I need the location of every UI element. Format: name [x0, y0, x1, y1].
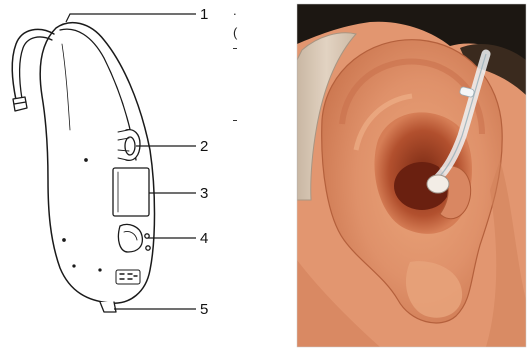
- callout-label-5: 5: [200, 302, 208, 317]
- ear-mold-tip: [427, 175, 449, 193]
- stray-mark-tick: [233, 48, 237, 49]
- callout-label-2: 2: [200, 139, 208, 154]
- stray-mark-tick-2: [233, 120, 237, 121]
- callout-label-1: 1: [200, 7, 208, 22]
- ear-hook-inner: [20, 37, 53, 99]
- device-body: [40, 23, 154, 304]
- program-switch: [118, 224, 142, 252]
- callout-label-3: 3: [200, 186, 208, 201]
- callout-label-4: 4: [200, 231, 208, 246]
- microphone-grille: [116, 270, 140, 284]
- hearing-aid-drawing: [12, 23, 154, 312]
- ear-photo: [297, 4, 526, 347]
- stray-mark-paren: (: [233, 26, 237, 39]
- bottom-tab: [100, 302, 116, 312]
- volume-wheel: [126, 130, 140, 161]
- stray-mark-dot: .: [233, 4, 237, 17]
- leader-1: [66, 14, 196, 22]
